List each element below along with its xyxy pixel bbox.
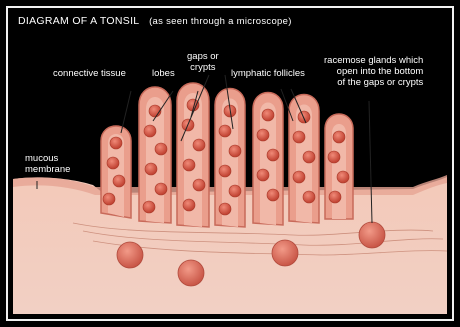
label-gaps-line2: crypts	[187, 62, 219, 73]
label-racemose-line1: racemose glands which	[324, 55, 423, 66]
label-connective-tissue: connective tissue	[53, 68, 126, 79]
label-lobes: lobes	[152, 68, 175, 79]
tonsil-diagram: DIAGRAM OF A TONSIL (as seen through a m…	[13, 13, 447, 314]
title-text: DIAGRAM OF A TONSIL	[18, 15, 139, 27]
label-mucous-membrane: mucous membrane	[25, 153, 70, 175]
label-gaps-line1: gaps or	[187, 51, 219, 62]
label-racemose-glands: racemose glands which open into the bott…	[324, 55, 423, 88]
label-lymphatic-follicles: lymphatic follicles	[231, 68, 305, 79]
label-mucous-line2: membrane	[25, 164, 70, 175]
diagram-title: DIAGRAM OF A TONSIL (as seen through a m…	[18, 15, 292, 27]
subtitle-text: (as seen through a microscope)	[149, 16, 292, 27]
label-mucous-line1: mucous	[25, 153, 70, 164]
label-gaps-or-crypts: gaps or crypts	[187, 51, 219, 73]
label-racemose-line2: open into the bottom	[324, 66, 423, 77]
label-racemose-line3: of the gaps or crypts	[324, 77, 423, 88]
